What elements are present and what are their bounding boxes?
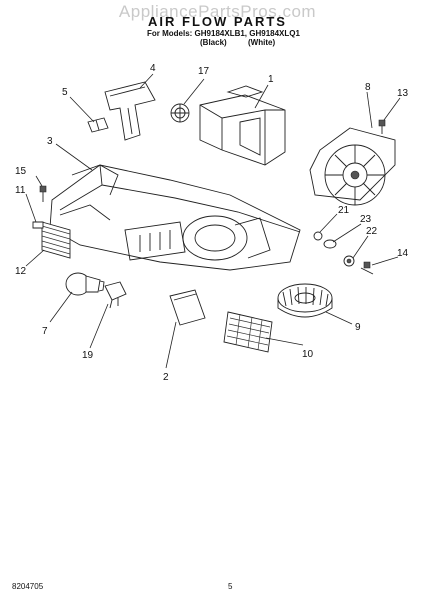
callout-5: 5 [62, 87, 68, 98]
page-number: 5 [228, 582, 233, 591]
leader-lines [25, 73, 401, 369]
part-air-duct [199, 85, 286, 166]
part-screw-top-right [378, 119, 386, 134]
callout-11: 11 [15, 185, 26, 196]
part-screw-bottom-right [360, 261, 374, 275]
diagram-title: AIR FLOW PARTS [148, 14, 287, 29]
callout-21: 21 [338, 205, 350, 216]
part-panel [169, 289, 206, 326]
part-screw-left [39, 185, 47, 202]
part-blower-housing [309, 127, 396, 206]
callout-19: 19 [82, 350, 94, 361]
callout-13: 13 [397, 88, 409, 99]
callout-17: 17 [198, 66, 210, 77]
callout-12: 12 [15, 266, 27, 277]
callout-7: 7 [42, 326, 48, 337]
callout-numbers: 1 2 3 4 5 7 8 9 10 11 12 13 14 15 17 19 … [15, 63, 409, 383]
part-nut [343, 255, 355, 267]
callout-22: 22 [366, 226, 378, 237]
part-blower-wheel [277, 283, 333, 318]
callout-3: 3 [47, 136, 53, 147]
document-number: 8204705 [12, 582, 44, 591]
part-damper-gear [170, 103, 190, 123]
part-lamp-socket [104, 281, 127, 309]
part-side-grille [41, 221, 71, 259]
callout-15: 15 [15, 166, 27, 177]
part-bracket [104, 81, 156, 141]
callout-23: 23 [360, 214, 372, 225]
callout-10: 10 [302, 349, 314, 360]
model-colors: (Black) (White) [200, 38, 275, 47]
part-light-bulb [65, 272, 105, 296]
color-black-label: (Black) [200, 38, 227, 47]
watermark: AppliancePartsPros.com [118, 2, 317, 21]
callout-2: 2 [163, 372, 169, 383]
callout-9: 9 [355, 322, 361, 333]
part-latch [87, 117, 109, 133]
callout-14: 14 [397, 248, 409, 259]
callout-1: 1 [268, 74, 274, 85]
part-base-housing [49, 164, 301, 271]
callout-4: 4 [150, 63, 156, 74]
color-white-label: (White) [248, 38, 276, 47]
model-numbers: For Models: GH9184XLB1, GH9184XLQ1 [147, 29, 300, 38]
part-clip [32, 221, 44, 229]
part-filter [223, 311, 273, 353]
part-washer [313, 231, 323, 241]
callout-8: 8 [365, 82, 371, 93]
